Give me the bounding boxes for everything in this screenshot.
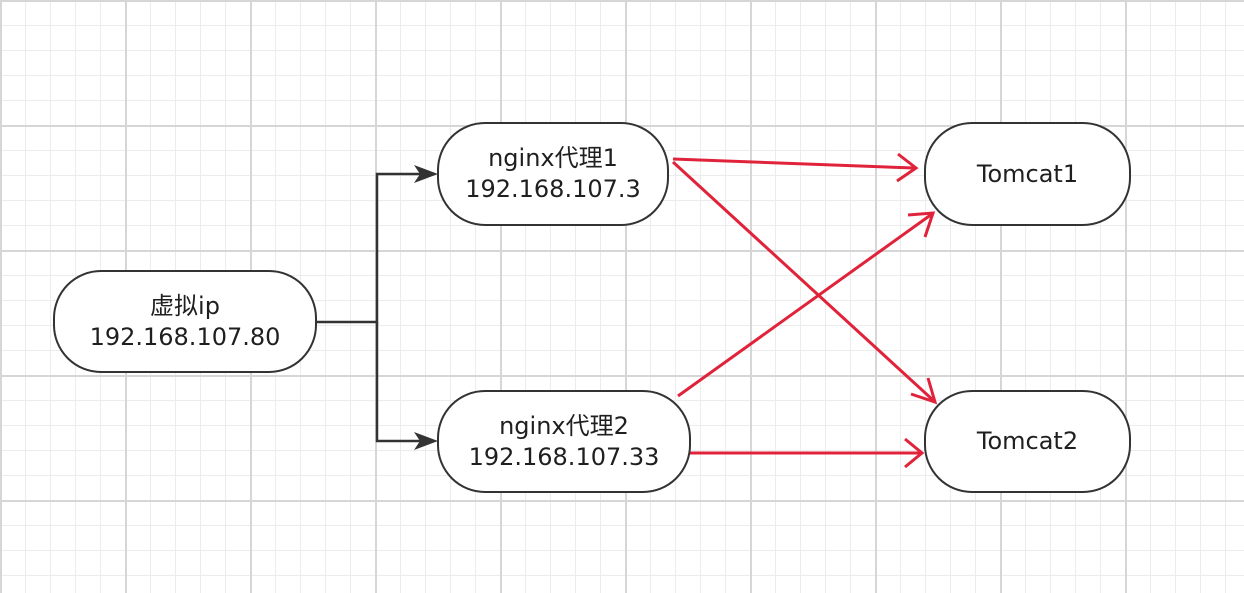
- node-nginx-proxy-1-title: nginx代理1: [488, 144, 618, 172]
- edge-vip-to-nginx2: [375, 322, 438, 450]
- edge-nginx2-to-tomcat2: [690, 437, 925, 469]
- node-nginx-proxy-1[interactable]: nginx代理1 192.168.107.3: [437, 122, 669, 226]
- node-tomcat-1[interactable]: Tomcat1: [924, 122, 1131, 226]
- node-nginx-proxy-2-title: nginx代理2: [499, 411, 629, 440]
- edge-nginx1-to-tomcat1: [672, 152, 919, 183]
- node-nginx-proxy-1-address: 192.168.107.3: [465, 175, 641, 203]
- edge-nginx2-to-tomcat1: [677, 211, 936, 398]
- arrowhead: [414, 432, 438, 450]
- node-virtual-ip-title: 虚拟ip: [150, 291, 220, 320]
- arrowhead: [414, 165, 438, 183]
- node-nginx-proxy-2[interactable]: nginx代理2 192.168.107.33: [437, 390, 691, 493]
- node-virtual-ip[interactable]: 虚拟ip 192.168.107.80: [53, 270, 317, 373]
- node-tomcat-2-label: Tomcat2: [976, 427, 1079, 455]
- node-nginx-proxy-2-address: 192.168.107.33: [468, 442, 660, 471]
- edge-nginx1-to-tomcat2: [671, 160, 938, 405]
- node-tomcat-1-label: Tomcat1: [976, 159, 1079, 188]
- node-tomcat-2[interactable]: Tomcat2: [924, 390, 1131, 493]
- edge-vip-to-nginx1: [316, 165, 438, 324]
- node-virtual-ip-address: 192.168.107.80: [89, 322, 281, 351]
